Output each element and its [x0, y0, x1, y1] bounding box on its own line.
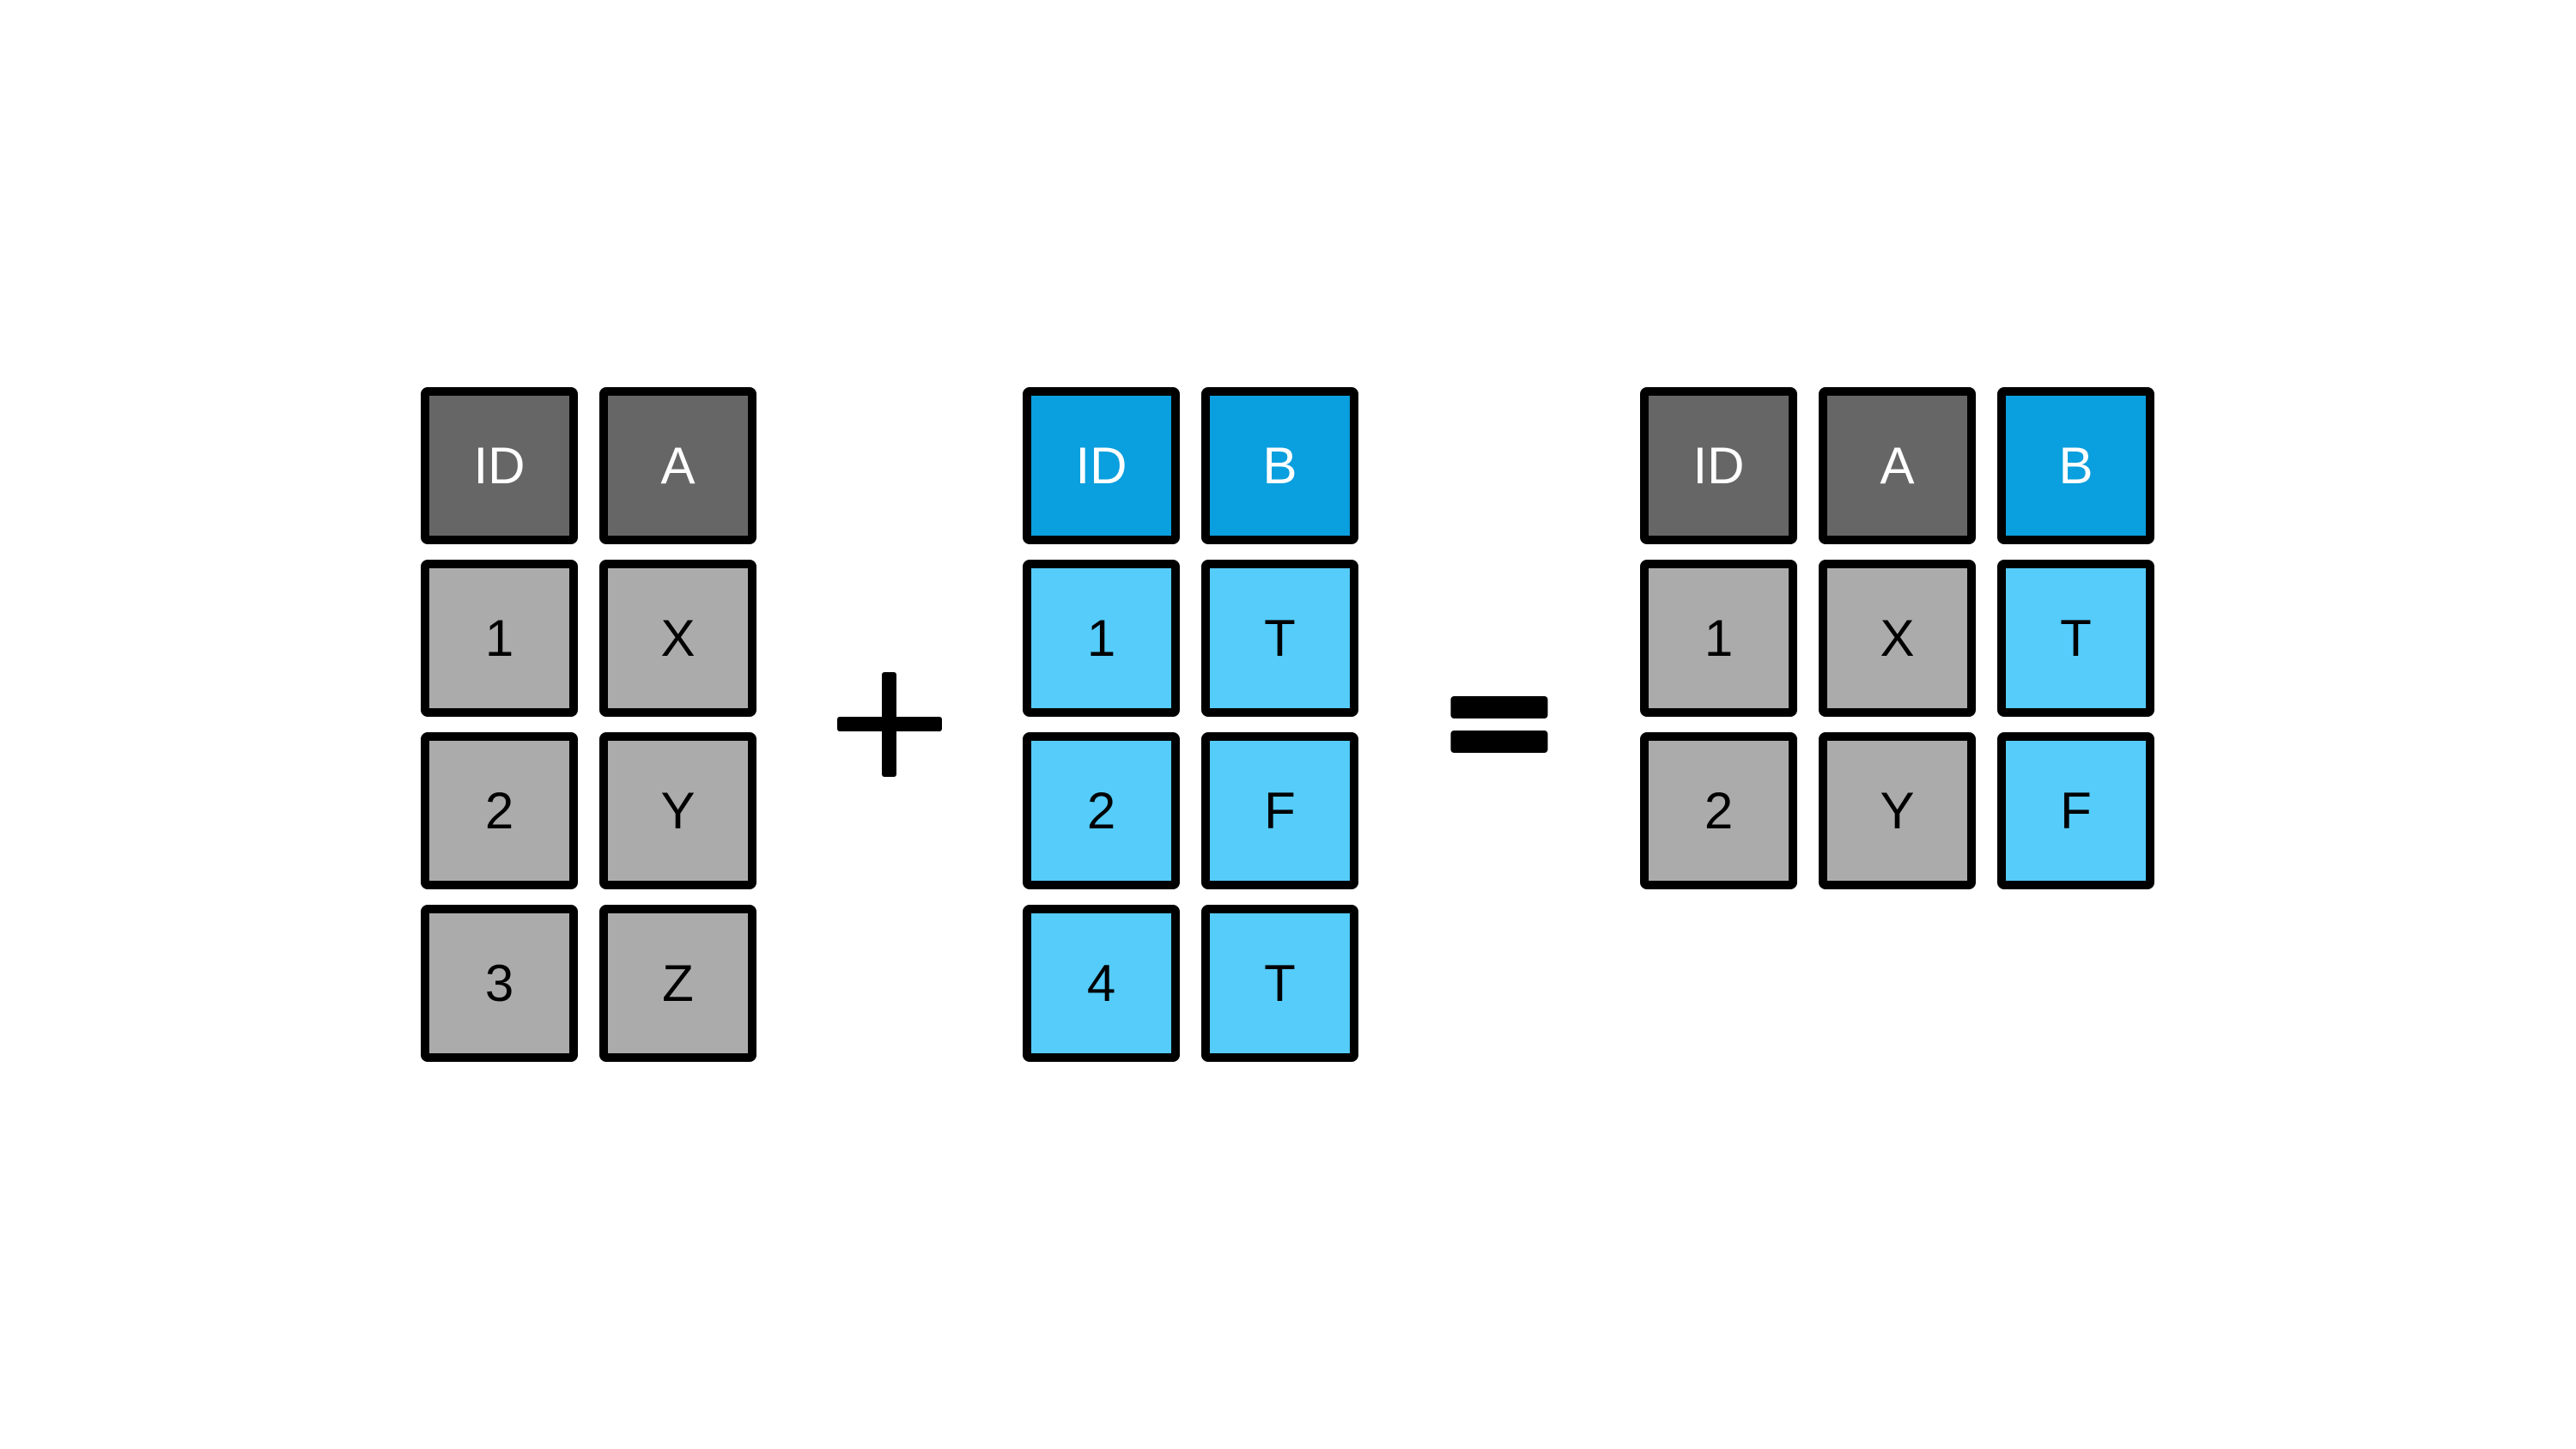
- left-table-body-cell: 2: [421, 732, 578, 889]
- result-table-body-cell: T: [1997, 560, 2154, 717]
- middle-table-body-cell: 2: [1023, 732, 1180, 889]
- result-table-header-cell: B: [1997, 387, 2154, 544]
- equals-icon: [1450, 696, 1548, 753]
- left-table-header-cell: A: [599, 387, 756, 544]
- left-table-body-cell: 1: [421, 560, 578, 717]
- equals-bottom-bar: [1450, 731, 1548, 753]
- result-table-header-cell: ID: [1640, 387, 1797, 544]
- middle-table-body-cell: 1: [1023, 560, 1180, 717]
- left-table-body-cell: X: [599, 560, 756, 717]
- left-table-body-cell: Z: [599, 905, 756, 1062]
- plus-vertical-bar: [882, 672, 896, 777]
- left-table-body-cell: 3: [421, 905, 578, 1062]
- equals-top-bar: [1450, 696, 1548, 718]
- result-table-body-cell: 2: [1640, 732, 1797, 889]
- middle-table-body-cell: T: [1201, 560, 1358, 717]
- middle-table-header-cell: ID: [1023, 387, 1180, 544]
- result-table-body-cell: 1: [1640, 560, 1797, 717]
- middle-table-body-cell: 4: [1023, 905, 1180, 1062]
- middle-table-body-cell: T: [1201, 905, 1358, 1062]
- result-table-body-cell: F: [1997, 732, 2154, 889]
- result-table-body-cell: Y: [1819, 732, 1976, 889]
- left-table-body-cell: Y: [599, 732, 756, 889]
- result-table-body-cell: X: [1819, 560, 1976, 717]
- middle-table-header-cell: B: [1201, 387, 1358, 544]
- result-table-header-cell: A: [1819, 387, 1976, 544]
- middle-table-body-cell: F: [1201, 732, 1358, 889]
- left-table-header-cell: ID: [421, 387, 578, 544]
- plus-icon: [836, 671, 943, 778]
